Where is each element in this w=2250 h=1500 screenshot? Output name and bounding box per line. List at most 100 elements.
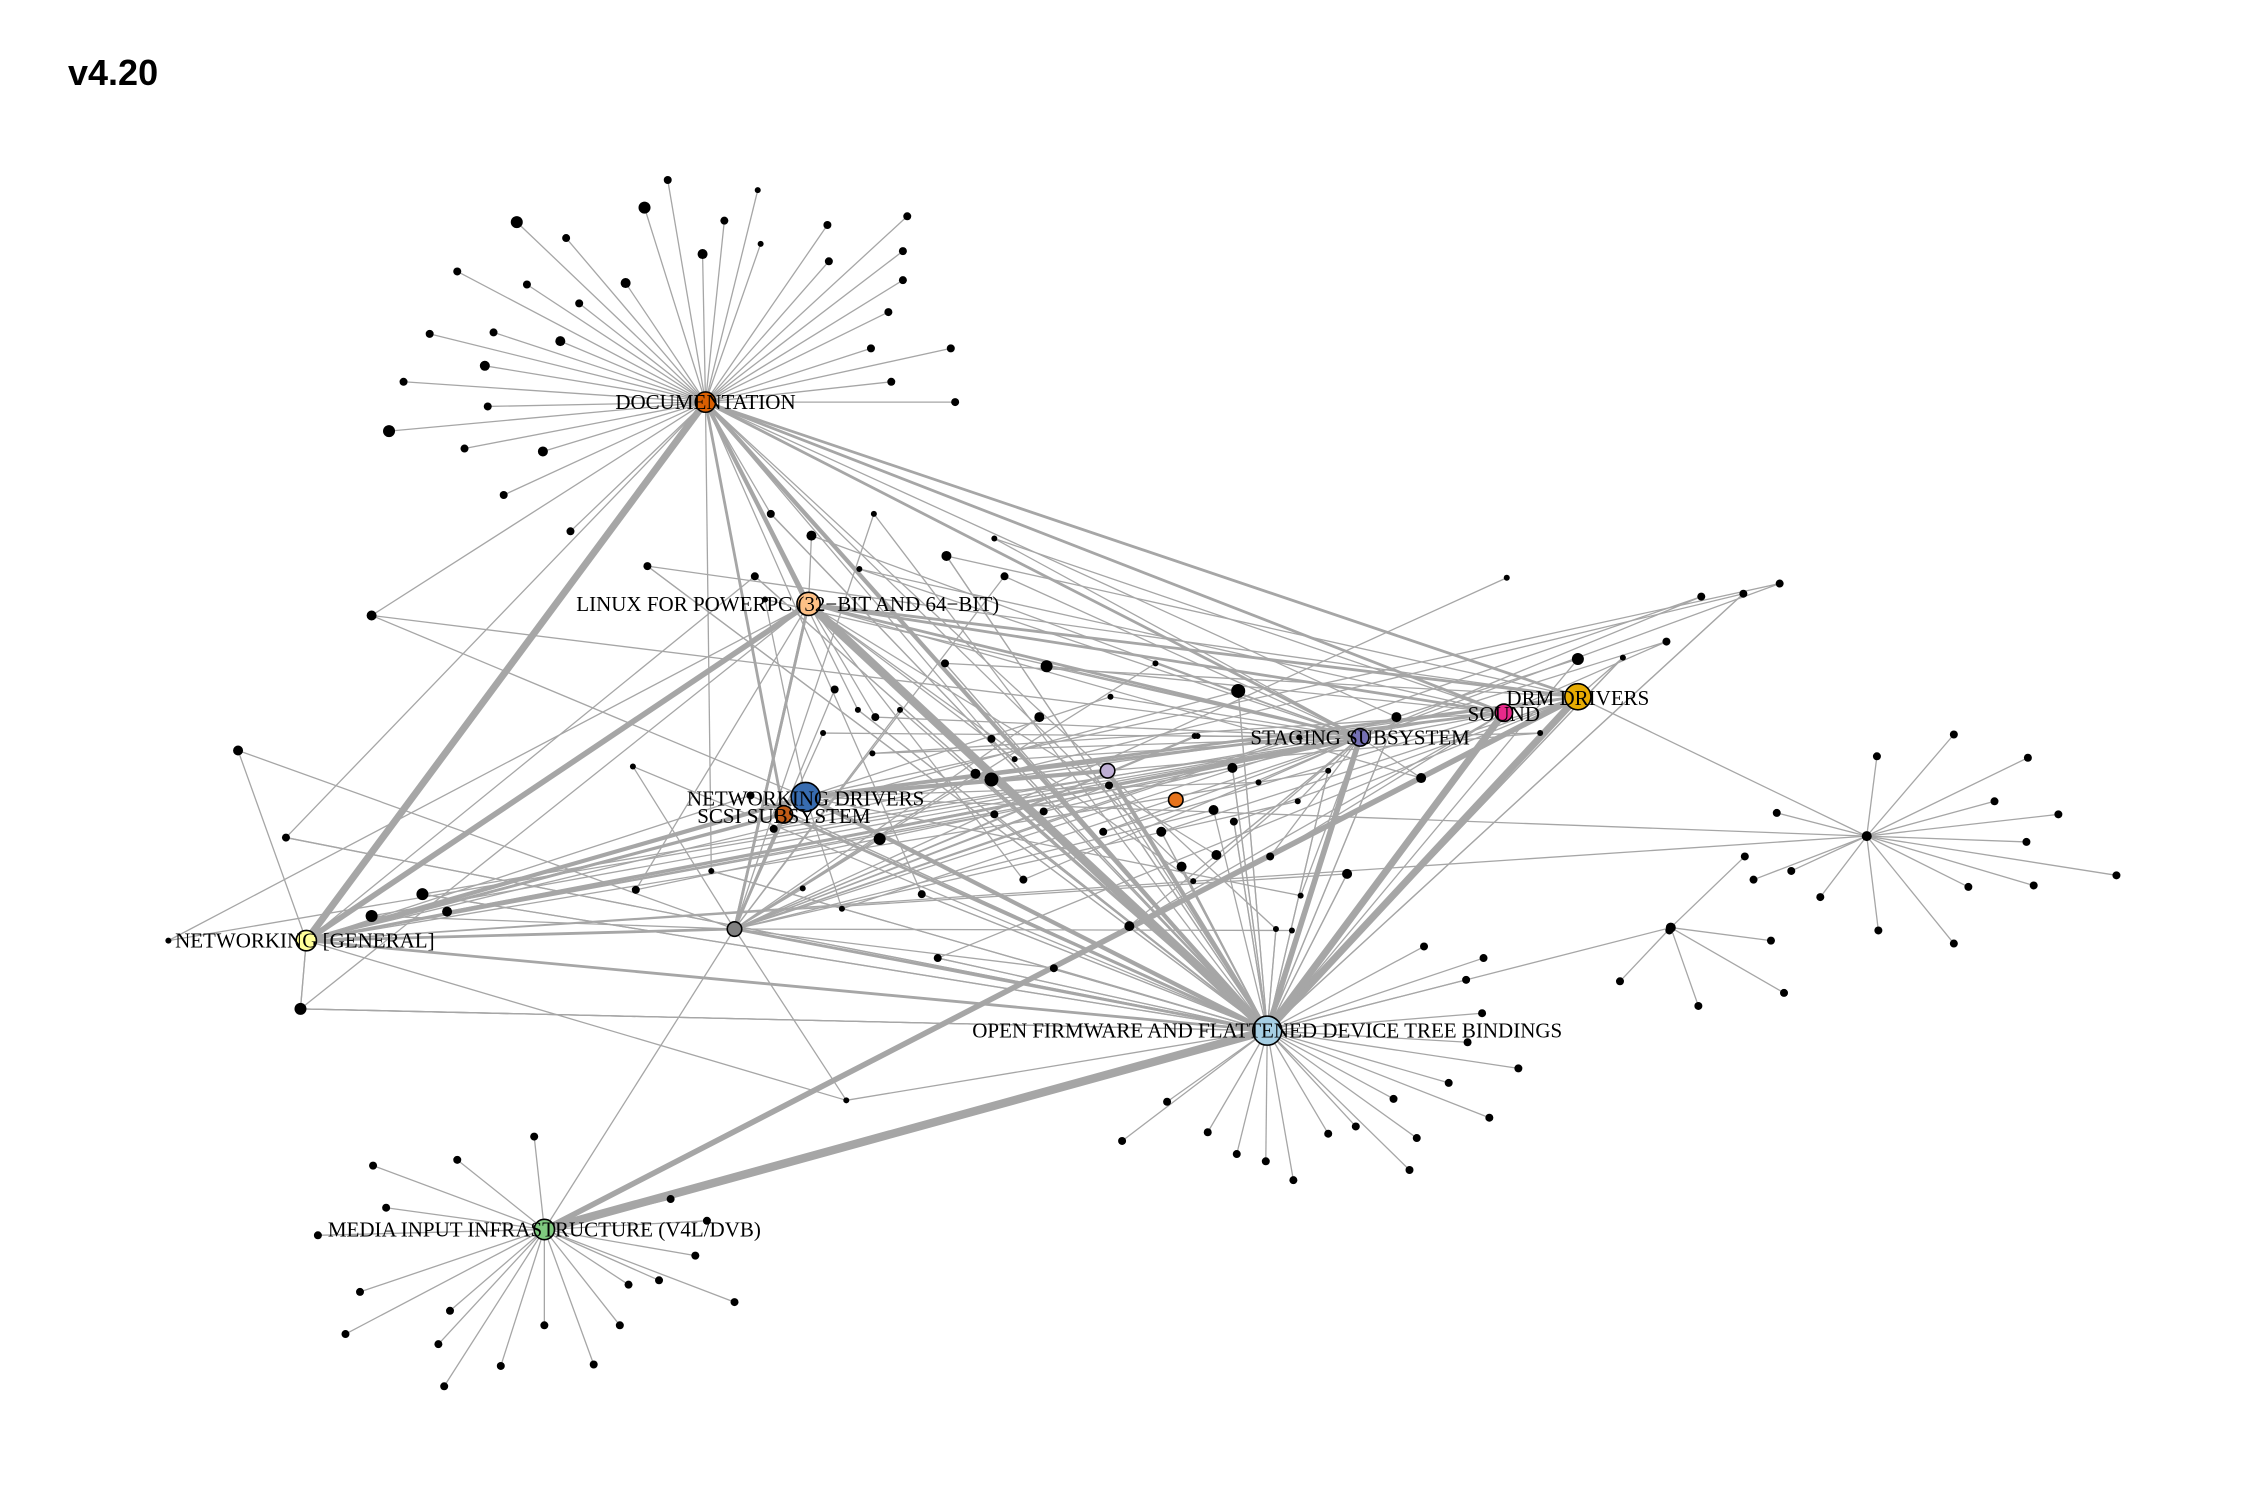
graph-edge	[733, 513, 875, 930]
graph-edge	[1670, 927, 1699, 1007]
graph-edge	[304, 601, 811, 943]
hub-label-doc: DOCUMENTATION	[615, 390, 795, 414]
hub-node-sound	[1494, 703, 1514, 723]
graph-edge	[1266, 1030, 1418, 1139]
graph-node	[1000, 572, 1009, 581]
graph-edge	[1866, 734, 1955, 837]
graph-edge	[371, 614, 1361, 739]
graph-edge	[544, 1220, 707, 1231]
graph-node	[540, 1321, 549, 1330]
graph-edge	[1866, 835, 1955, 944]
graph-edge	[643, 207, 707, 403]
graph-edge	[372, 1165, 545, 1231]
graph-edge	[422, 696, 1578, 895]
graph-edge	[704, 401, 786, 815]
graph-edge	[371, 401, 706, 617]
graph-node	[489, 328, 498, 337]
graph-edge	[1266, 873, 1348, 1031]
graph-edge	[1866, 757, 2029, 837]
graph-node	[655, 1276, 664, 1285]
graph-edge	[543, 1026, 1269, 1234]
graph-node	[824, 257, 833, 266]
graph-edge	[704, 400, 1505, 715]
graph-edge	[808, 603, 1422, 779]
graph-node	[1816, 893, 1825, 902]
graph-node	[869, 750, 876, 757]
hub-layer	[295, 391, 1592, 1241]
graph-node	[440, 1382, 449, 1391]
graph-edge	[1264, 710, 1507, 1033]
graph-node	[1034, 712, 1045, 723]
graph-edge	[543, 1229, 621, 1326]
graph-node	[555, 336, 566, 347]
graph-node	[1990, 797, 1999, 806]
graph-edge	[543, 1229, 595, 1365]
graph-edge	[991, 779, 1268, 1032]
graph-edge	[403, 381, 706, 403]
graph-edge	[1266, 1030, 1329, 1135]
graph-node	[638, 201, 651, 214]
graph-edge	[1266, 658, 1579, 1032]
graph-node	[1232, 1150, 1241, 1159]
graph-node	[1152, 660, 1159, 667]
graph-edge	[734, 887, 804, 930]
graph-edge	[805, 695, 1579, 799]
graph-edge	[733, 603, 810, 930]
graph-node	[1416, 773, 1427, 784]
graph-node	[1124, 921, 1135, 932]
graph-node	[1485, 1113, 1494, 1122]
graph-node	[1391, 712, 1402, 723]
hub-label-ppc: LINUX FOR POWERPC (32−BIT AND 64−BIT)	[576, 592, 999, 616]
edge-layer	[168, 179, 2117, 1387]
graph-edge	[937, 957, 1268, 1032]
graph-node	[1766, 936, 1775, 945]
graph-edge	[1866, 836, 1880, 931]
graph-edge	[533, 1136, 545, 1230]
graph-node	[233, 745, 244, 756]
graph-edge	[306, 593, 1744, 942]
graph-node	[761, 596, 768, 603]
graph-node	[1324, 1129, 1333, 1138]
graph-edge	[300, 1008, 1268, 1032]
graph-node	[1462, 975, 1471, 984]
graph-edge	[632, 766, 736, 930]
graph-edge	[991, 696, 1578, 781]
graph-node	[806, 530, 817, 541]
graph-node	[1261, 1157, 1270, 1166]
graph-edge	[733, 928, 847, 1101]
graph-node	[1694, 1001, 1703, 1010]
graph-node	[766, 509, 775, 518]
graph-node	[425, 329, 434, 338]
hub-label-netdrv: NETWORKING DRIVERS	[687, 786, 924, 810]
graph-node	[631, 885, 640, 894]
graph-node	[1191, 732, 1198, 739]
graph-node	[946, 344, 955, 353]
graph-node	[479, 360, 490, 371]
hub-label-staging: STAGING SUBSYSTEM	[1250, 725, 1470, 749]
hub-node-u3	[726, 920, 743, 938]
graph-node	[281, 833, 290, 842]
graph-node	[838, 905, 845, 912]
graph-edge	[306, 835, 1867, 942]
graph-edge	[305, 575, 756, 942]
graph-node	[666, 1195, 675, 1204]
graph-node	[624, 1280, 633, 1289]
graph-edge	[946, 555, 1579, 698]
graph-edge	[703, 400, 1269, 1033]
hub-label-media: MEDIA INPUT INFRASTRUCTURE (V4L/DVB)	[328, 1218, 761, 1242]
graph-edge	[704, 401, 992, 740]
graph-edge	[1265, 1030, 1268, 1162]
graph-edge	[944, 662, 1268, 1032]
graph-edge	[705, 250, 904, 403]
graph-edge	[1192, 736, 1361, 882]
graph-edge	[734, 810, 1044, 930]
graph-node	[1342, 868, 1353, 879]
graph-edge	[805, 600, 1271, 1034]
graph-node	[1211, 849, 1222, 860]
graph-edge	[446, 736, 1361, 913]
graph-edge	[306, 690, 1239, 942]
graph-edge	[734, 773, 976, 930]
graph-edge	[805, 582, 1780, 798]
graph-edge	[734, 658, 1579, 930]
